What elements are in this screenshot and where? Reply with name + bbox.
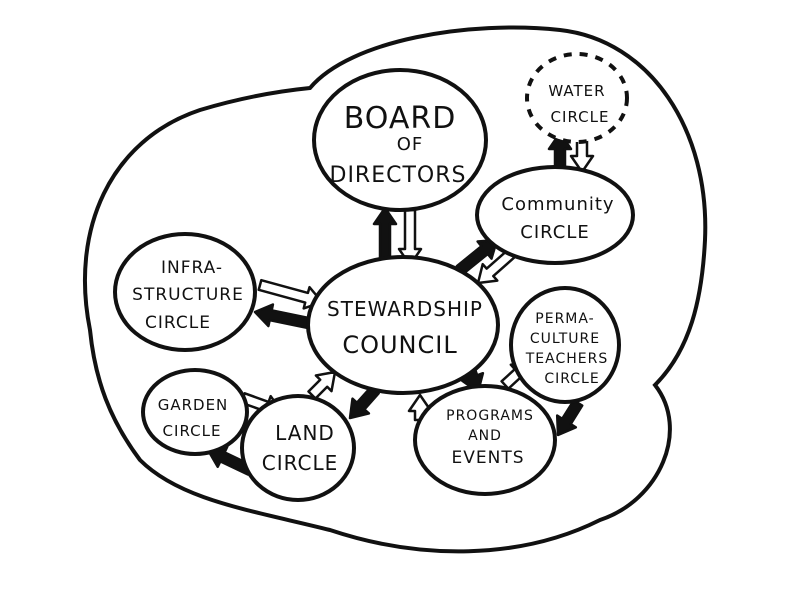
node-board-of-directors: [312, 68, 488, 212]
label-permaculture-line4: CIRCLE: [544, 371, 599, 387]
label-garden-line1: GARDEN: [158, 396, 229, 414]
label-programs-line2: AND: [468, 428, 502, 444]
label-stewardship-line1: STEWARDSHIP: [327, 297, 483, 321]
node-infrastructure-circle: [113, 232, 257, 352]
label-board-line2: OF: [397, 134, 424, 155]
arrow-community-to-council: [476, 247, 518, 285]
label-board-line1: BOARD: [344, 101, 457, 136]
node-garden-circle: [141, 368, 249, 456]
arrow-council-to-board: [372, 206, 398, 264]
label-stewardship-line2: COUNCIL: [342, 331, 457, 359]
arrow-permaculture-to-programs: [555, 399, 584, 437]
node-permaculture-teachers-circle: [509, 286, 621, 404]
label-infrastructure-line1: INFRA-: [161, 258, 223, 278]
label-water-line2: CIRCLE: [551, 108, 610, 126]
label-community-line2: CIRCLE: [520, 222, 589, 243]
outer-boundary: [82, 25, 708, 554]
label-permaculture-line1: PERMA-: [535, 311, 594, 327]
node-water-circle: [525, 52, 629, 144]
label-land-line1: LAND: [275, 421, 335, 445]
label-programs-line3: EVENTS: [451, 448, 524, 468]
node-stewardship-council: [306, 255, 500, 395]
label-infrastructure-line3: CIRCLE: [145, 313, 211, 333]
label-infrastructure-line2: STRUCTURE: [132, 285, 244, 305]
node-programs-and-events: [413, 384, 557, 496]
label-permaculture-line3: TEACHERS: [525, 351, 609, 367]
arrow-land-to-garden: [206, 445, 254, 476]
arrow-council-to-land: [348, 385, 380, 420]
label-board-line3: DIRECTORS: [330, 163, 467, 188]
label-garden-line2: CIRCLE: [163, 422, 222, 440]
label-programs-line1: PROGRAMS: [446, 408, 534, 424]
node-land-circle: [240, 394, 356, 502]
label-permaculture-line2: CULTURE: [530, 331, 600, 347]
label-land-line2: CIRCLE: [262, 451, 339, 475]
node-community-circle: [475, 165, 635, 265]
label-community-line1: Community: [501, 194, 614, 215]
arrow-land-to-council: [307, 370, 337, 400]
label-water-line1: WATER: [548, 82, 605, 100]
